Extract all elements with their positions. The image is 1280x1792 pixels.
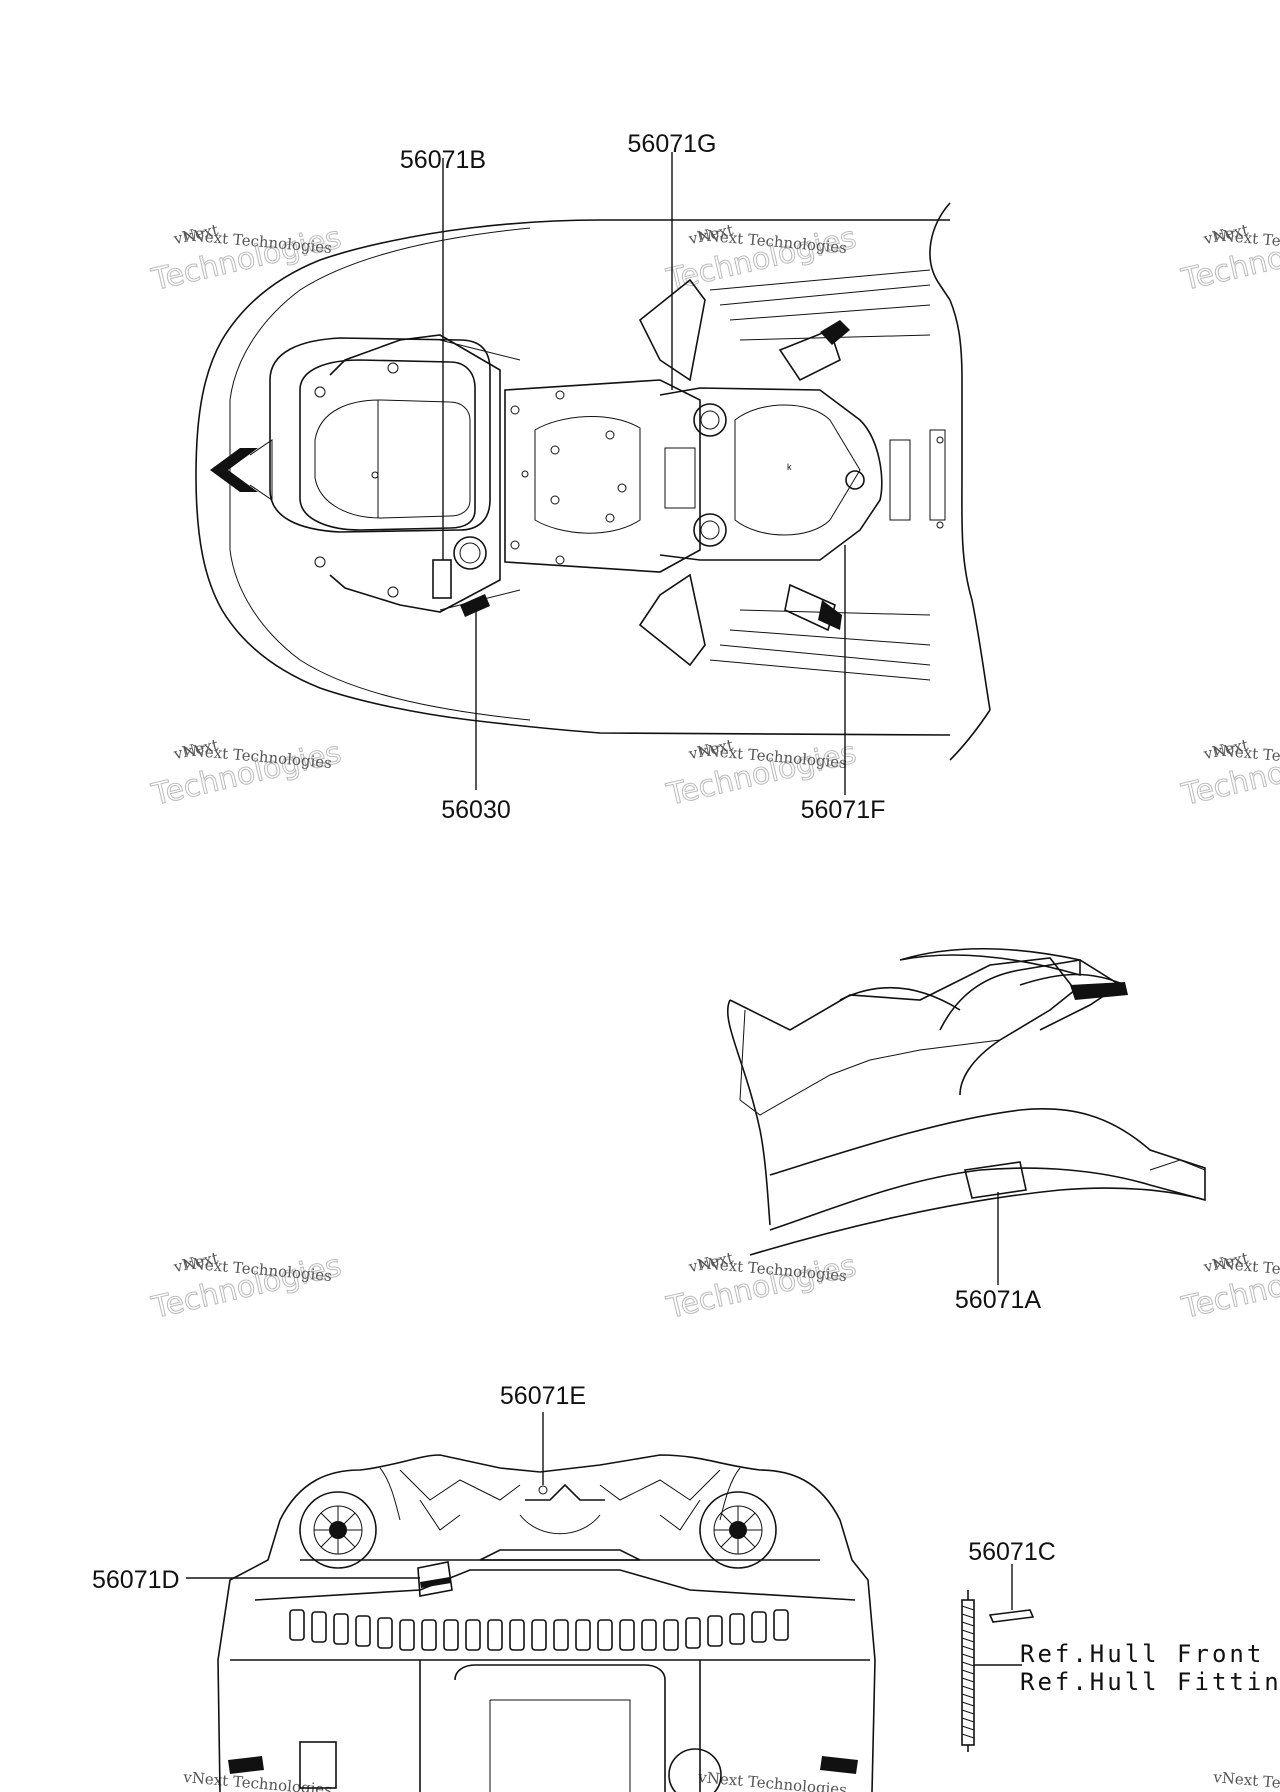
callout-56071e: 56071E: [500, 1382, 586, 1410]
rear-view-drawing: [186, 1412, 876, 1792]
watermark-line: vNext Technologies: [1212, 1768, 1280, 1792]
callout-56071g: 56071G: [628, 130, 717, 158]
svg-text:k: k: [787, 462, 792, 472]
detail-56071c: [961, 1564, 1035, 1752]
ref-hull-fitting: Ref.Hull Fitting: [1020, 1668, 1280, 1696]
callout-56071f: 56071F: [801, 796, 886, 824]
callout-56071d: 56071D: [92, 1566, 180, 1594]
top-view-drawing: k: [195, 152, 991, 795]
side-view-drawing: [726, 947, 1206, 1285]
callout-56071a: 56071A: [955, 1286, 1042, 1314]
callout-56030: 56030: [441, 796, 511, 824]
callout-56071b: 56071B: [400, 146, 486, 174]
ref-hull-front: Ref.Hull Front F: [1020, 1640, 1280, 1668]
watermark-line: vNext Technologies: [697, 1768, 848, 1792]
vent-row: [289, 1609, 789, 1651]
callout-56071c: 56071C: [968, 1538, 1056, 1566]
